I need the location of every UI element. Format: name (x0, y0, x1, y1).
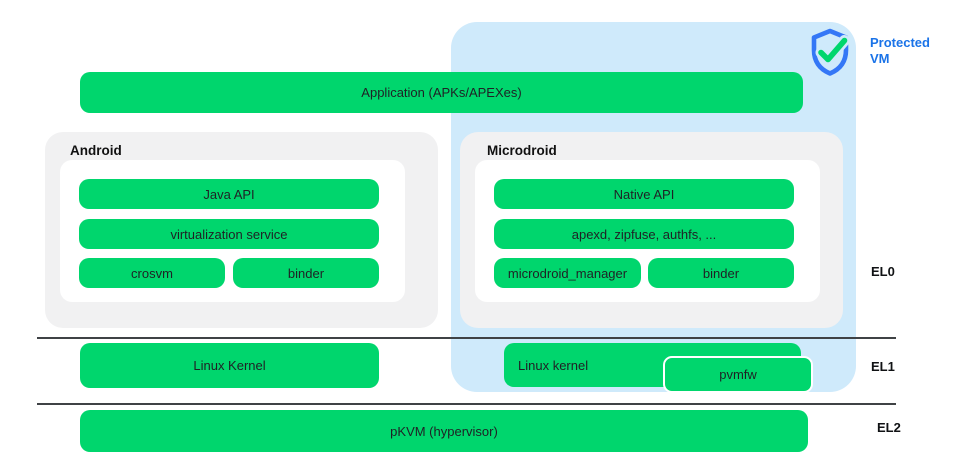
microdroid-binder-label: binder (702, 265, 740, 281)
native-api-label: Native API (613, 186, 675, 202)
el1-el2-divider-line (37, 403, 896, 405)
microdroid-manager-label: microdroid_manager (507, 265, 628, 281)
microdroid-binder-bar: binder (648, 258, 794, 288)
crosvm-bar: crosvm (79, 258, 225, 288)
guest-linux-kernel-label: Linux kernel (518, 357, 589, 373)
android-binder-bar: binder (233, 258, 379, 288)
java-api-label: Java API (203, 186, 255, 202)
host-linux-kernel-bar: Linux Kernel (80, 343, 379, 388)
protected-vm-label: Protected VM (870, 35, 930, 67)
crosvm-label: crosvm (131, 265, 173, 281)
virtualization-service-bar: virtualization service (79, 219, 379, 249)
protected-vm-label-line2: VM (870, 51, 890, 66)
el1-label: EL1 (871, 359, 895, 374)
application-bar: Application (APKs/APEXes) (80, 72, 803, 113)
android-group-title: Android (70, 143, 122, 158)
pkvm-hypervisor-label: pKVM (hypervisor) (390, 423, 498, 439)
java-api-bar: Java API (79, 179, 379, 209)
virtualization-service-label: virtualization service (170, 226, 288, 242)
host-linux-kernel-label: Linux Kernel (193, 358, 266, 373)
microdroid-group-title: Microdroid (487, 143, 557, 158)
pvmfw-label: pvmfw (719, 367, 757, 382)
application-bar-label: Application (APKs/APEXes) (361, 85, 522, 100)
pkvm-hypervisor-bar: pKVM (hypervisor) (80, 410, 808, 452)
el2-label: EL2 (877, 420, 901, 435)
microdroid-daemons-bar: apexd, zipfuse, authfs, ... (494, 219, 794, 249)
android-binder-label: binder (287, 265, 325, 281)
shield-check-icon (809, 28, 851, 76)
el0-el1-divider-line (37, 337, 896, 339)
microdroid-manager-bar: microdroid_manager (494, 258, 641, 288)
pvmfw-bar: pvmfw (663, 356, 813, 393)
protected-vm-label-line1: Protected (870, 35, 930, 50)
microdroid-daemons-label: apexd, zipfuse, authfs, ... (571, 226, 717, 242)
native-api-bar: Native API (494, 179, 794, 209)
el0-label: EL0 (871, 264, 895, 279)
